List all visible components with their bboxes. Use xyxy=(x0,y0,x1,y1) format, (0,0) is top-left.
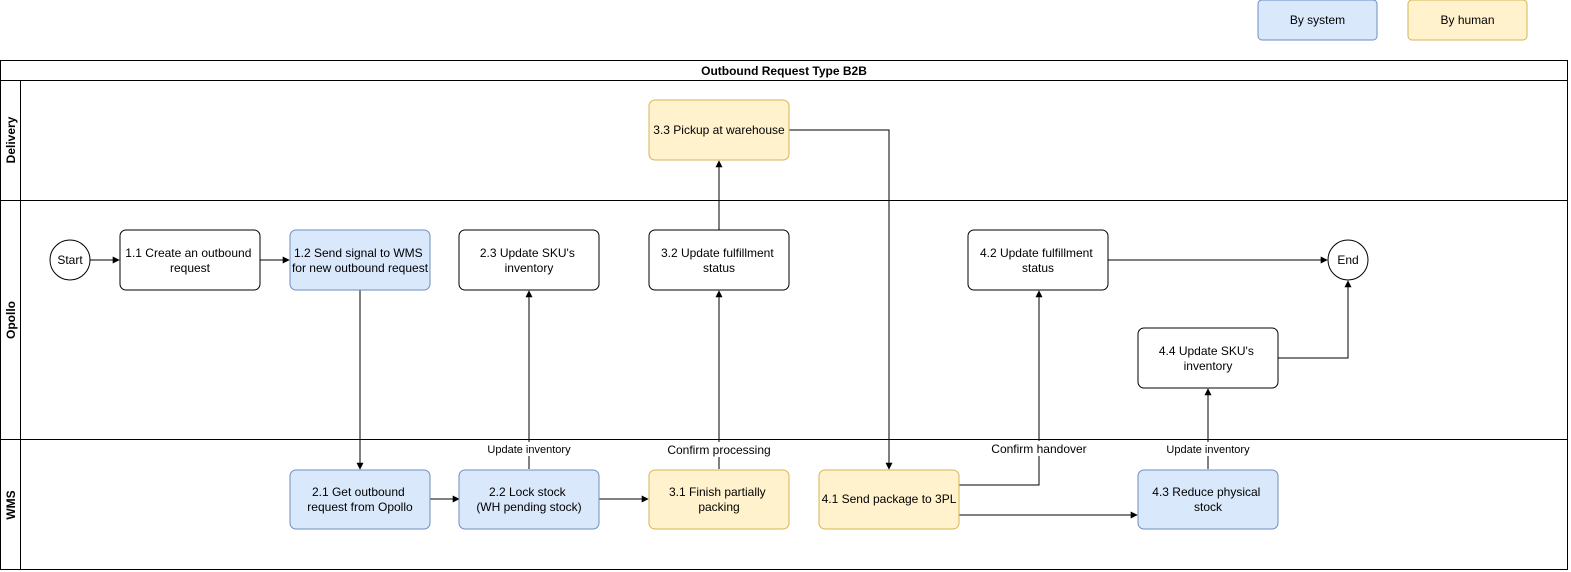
step-4-4: 4.4 Update SKU's inventory xyxy=(1137,327,1279,389)
step-1-2-line1: 1.2 Send signal to WMS xyxy=(294,246,423,260)
legend-human-swatch xyxy=(1407,0,1528,41)
step-2-1-line2: request from Opollo xyxy=(307,500,413,514)
start-label: Start xyxy=(57,253,83,267)
step-3-3-box xyxy=(648,99,790,161)
step-4-4-box xyxy=(1137,327,1279,389)
edge-4-4-to-end xyxy=(1278,280,1352,359)
step-1-2-label: 1.2 Send signal to WMS for new outbound … xyxy=(292,246,429,275)
step-1-1-line1: 1.1 Create an outbound xyxy=(125,246,251,260)
step-1-1-line2: request xyxy=(170,261,211,275)
legend-human: By human xyxy=(1407,0,1528,41)
edge-4-1-to-4-2 xyxy=(959,290,1043,486)
step-3-3-label: 3.3 Pickup at warehouse xyxy=(653,123,785,137)
lane-label-delivery: Delivery xyxy=(4,116,18,163)
step-2-3: 2.3 Update SKU's inventory xyxy=(458,229,600,291)
step-4-2: 4.2 Update fulfillment status xyxy=(967,229,1109,291)
step-4-3: 4.3 Reduce physical stock xyxy=(1137,469,1279,530)
step-3-3-line1: 3.3 Pickup at warehouse xyxy=(653,123,785,137)
step-1-2-box xyxy=(289,229,431,291)
step-4-1: 4.1 Send package to 3PL xyxy=(818,469,960,530)
step-3-1-label: 3.1 Finish partially packing xyxy=(669,485,769,514)
step-2-3-line2: inventory xyxy=(505,261,554,275)
step-4-3-line2: stock xyxy=(1194,500,1223,514)
step-4-4-label: 4.4 Update SKU's inventory xyxy=(1159,344,1257,373)
step-2-1: 2.1 Get outbound request from Opollo xyxy=(289,469,431,530)
step-4-2-line1: 4.2 Update fulfillment xyxy=(980,246,1093,260)
step-2-3-label: 2.3 Update SKU's inventory xyxy=(480,246,578,275)
step-1-1-label: 1.1 Create an outbound request xyxy=(125,246,254,275)
step-3-2-box xyxy=(648,229,790,291)
edge-label-confirm-processing: Confirm processing xyxy=(667,443,770,457)
edge-3-3-to-4-1 xyxy=(789,129,893,470)
step-2-1-box xyxy=(289,469,431,530)
step-3-2-line1: 3.2 Update fulfillment xyxy=(661,246,774,260)
legend: By system By human xyxy=(1257,0,1528,41)
edge-labels: Update inventory Confirm processing Conf… xyxy=(486,441,1251,457)
start-circle xyxy=(49,239,91,281)
step-2-2: 2.2 Lock stock (WH pending stock) xyxy=(458,469,600,530)
step-2-3-box xyxy=(458,229,600,291)
terminal-start: Start xyxy=(49,239,91,281)
step-2-2-line2: (WH pending stock) xyxy=(476,500,581,514)
step-1-1: 1.1 Create an outbound request xyxy=(119,229,261,291)
step-2-2-label: 2.2 Lock stock (WH pending stock) xyxy=(476,485,581,514)
step-4-4-line1: 4.4 Update SKU's xyxy=(1159,344,1254,358)
step-4-3-label: 4.3 Reduce physical stock xyxy=(1152,485,1263,514)
step-3-1-line2: packing xyxy=(698,500,739,514)
step-4-3-box xyxy=(1137,469,1279,530)
step-2-2-line1: 2.2 Lock stock xyxy=(489,485,567,499)
step-3-1-box xyxy=(648,469,790,530)
step-3-2-label: 3.2 Update fulfillment status xyxy=(661,246,777,275)
step-1-2: 1.2 Send signal to WMS for new outbound … xyxy=(289,229,431,291)
step-2-1-label: 2.1 Get outbound request from Opollo xyxy=(307,485,413,514)
end-circle xyxy=(1327,239,1369,281)
step-3-3: 3.3 Pickup at warehouse xyxy=(648,99,790,161)
legend-human-label: By human xyxy=(1440,13,1494,27)
step-4-2-label: 4.2 Update fulfillment status xyxy=(980,246,1096,275)
edge-label-update-inventory-1: Update inventory xyxy=(487,444,571,456)
step-4-2-box xyxy=(967,229,1109,291)
step-4-4-line2: inventory xyxy=(1184,359,1233,373)
end-label: End xyxy=(1337,253,1358,267)
step-4-2-line2: status xyxy=(1022,261,1054,275)
edge-label-update-inventory-2: Update inventory xyxy=(1166,444,1250,456)
step-1-1-box xyxy=(119,229,261,291)
step-4-1-label: 4.1 Send package to 3PL xyxy=(822,492,957,506)
step-4-1-line1: 4.1 Send package to 3PL xyxy=(822,492,957,506)
step-2-2-box xyxy=(458,469,600,530)
terminal-end: End xyxy=(1327,239,1369,281)
lane-label-opollo: Opollo xyxy=(4,301,18,339)
edge-label-confirm-handover: Confirm handover xyxy=(991,442,1086,456)
step-3-2-line2: status xyxy=(703,261,735,275)
legend-system-label: By system xyxy=(1290,13,1345,27)
step-3-2: 3.2 Update fulfillment status xyxy=(648,229,790,291)
edges xyxy=(90,129,1352,519)
step-4-1-box xyxy=(818,469,960,530)
step-3-1-line1: 3.1 Finish partially xyxy=(669,485,766,499)
legend-system: By system xyxy=(1257,0,1378,41)
step-2-1-line1: 2.1 Get outbound xyxy=(312,485,405,499)
step-4-3-line1: 4.3 Reduce physical xyxy=(1152,485,1260,499)
step-2-3-line1: 2.3 Update SKU's xyxy=(480,246,575,260)
step-1-2-line2: for new outbound request xyxy=(292,261,429,275)
lane-label-wms: WMS xyxy=(4,490,18,519)
step-3-1: 3.1 Finish partially packing xyxy=(648,469,790,530)
legend-system-swatch xyxy=(1257,0,1378,41)
pool-title: Outbound Request Type B2B xyxy=(701,64,867,78)
